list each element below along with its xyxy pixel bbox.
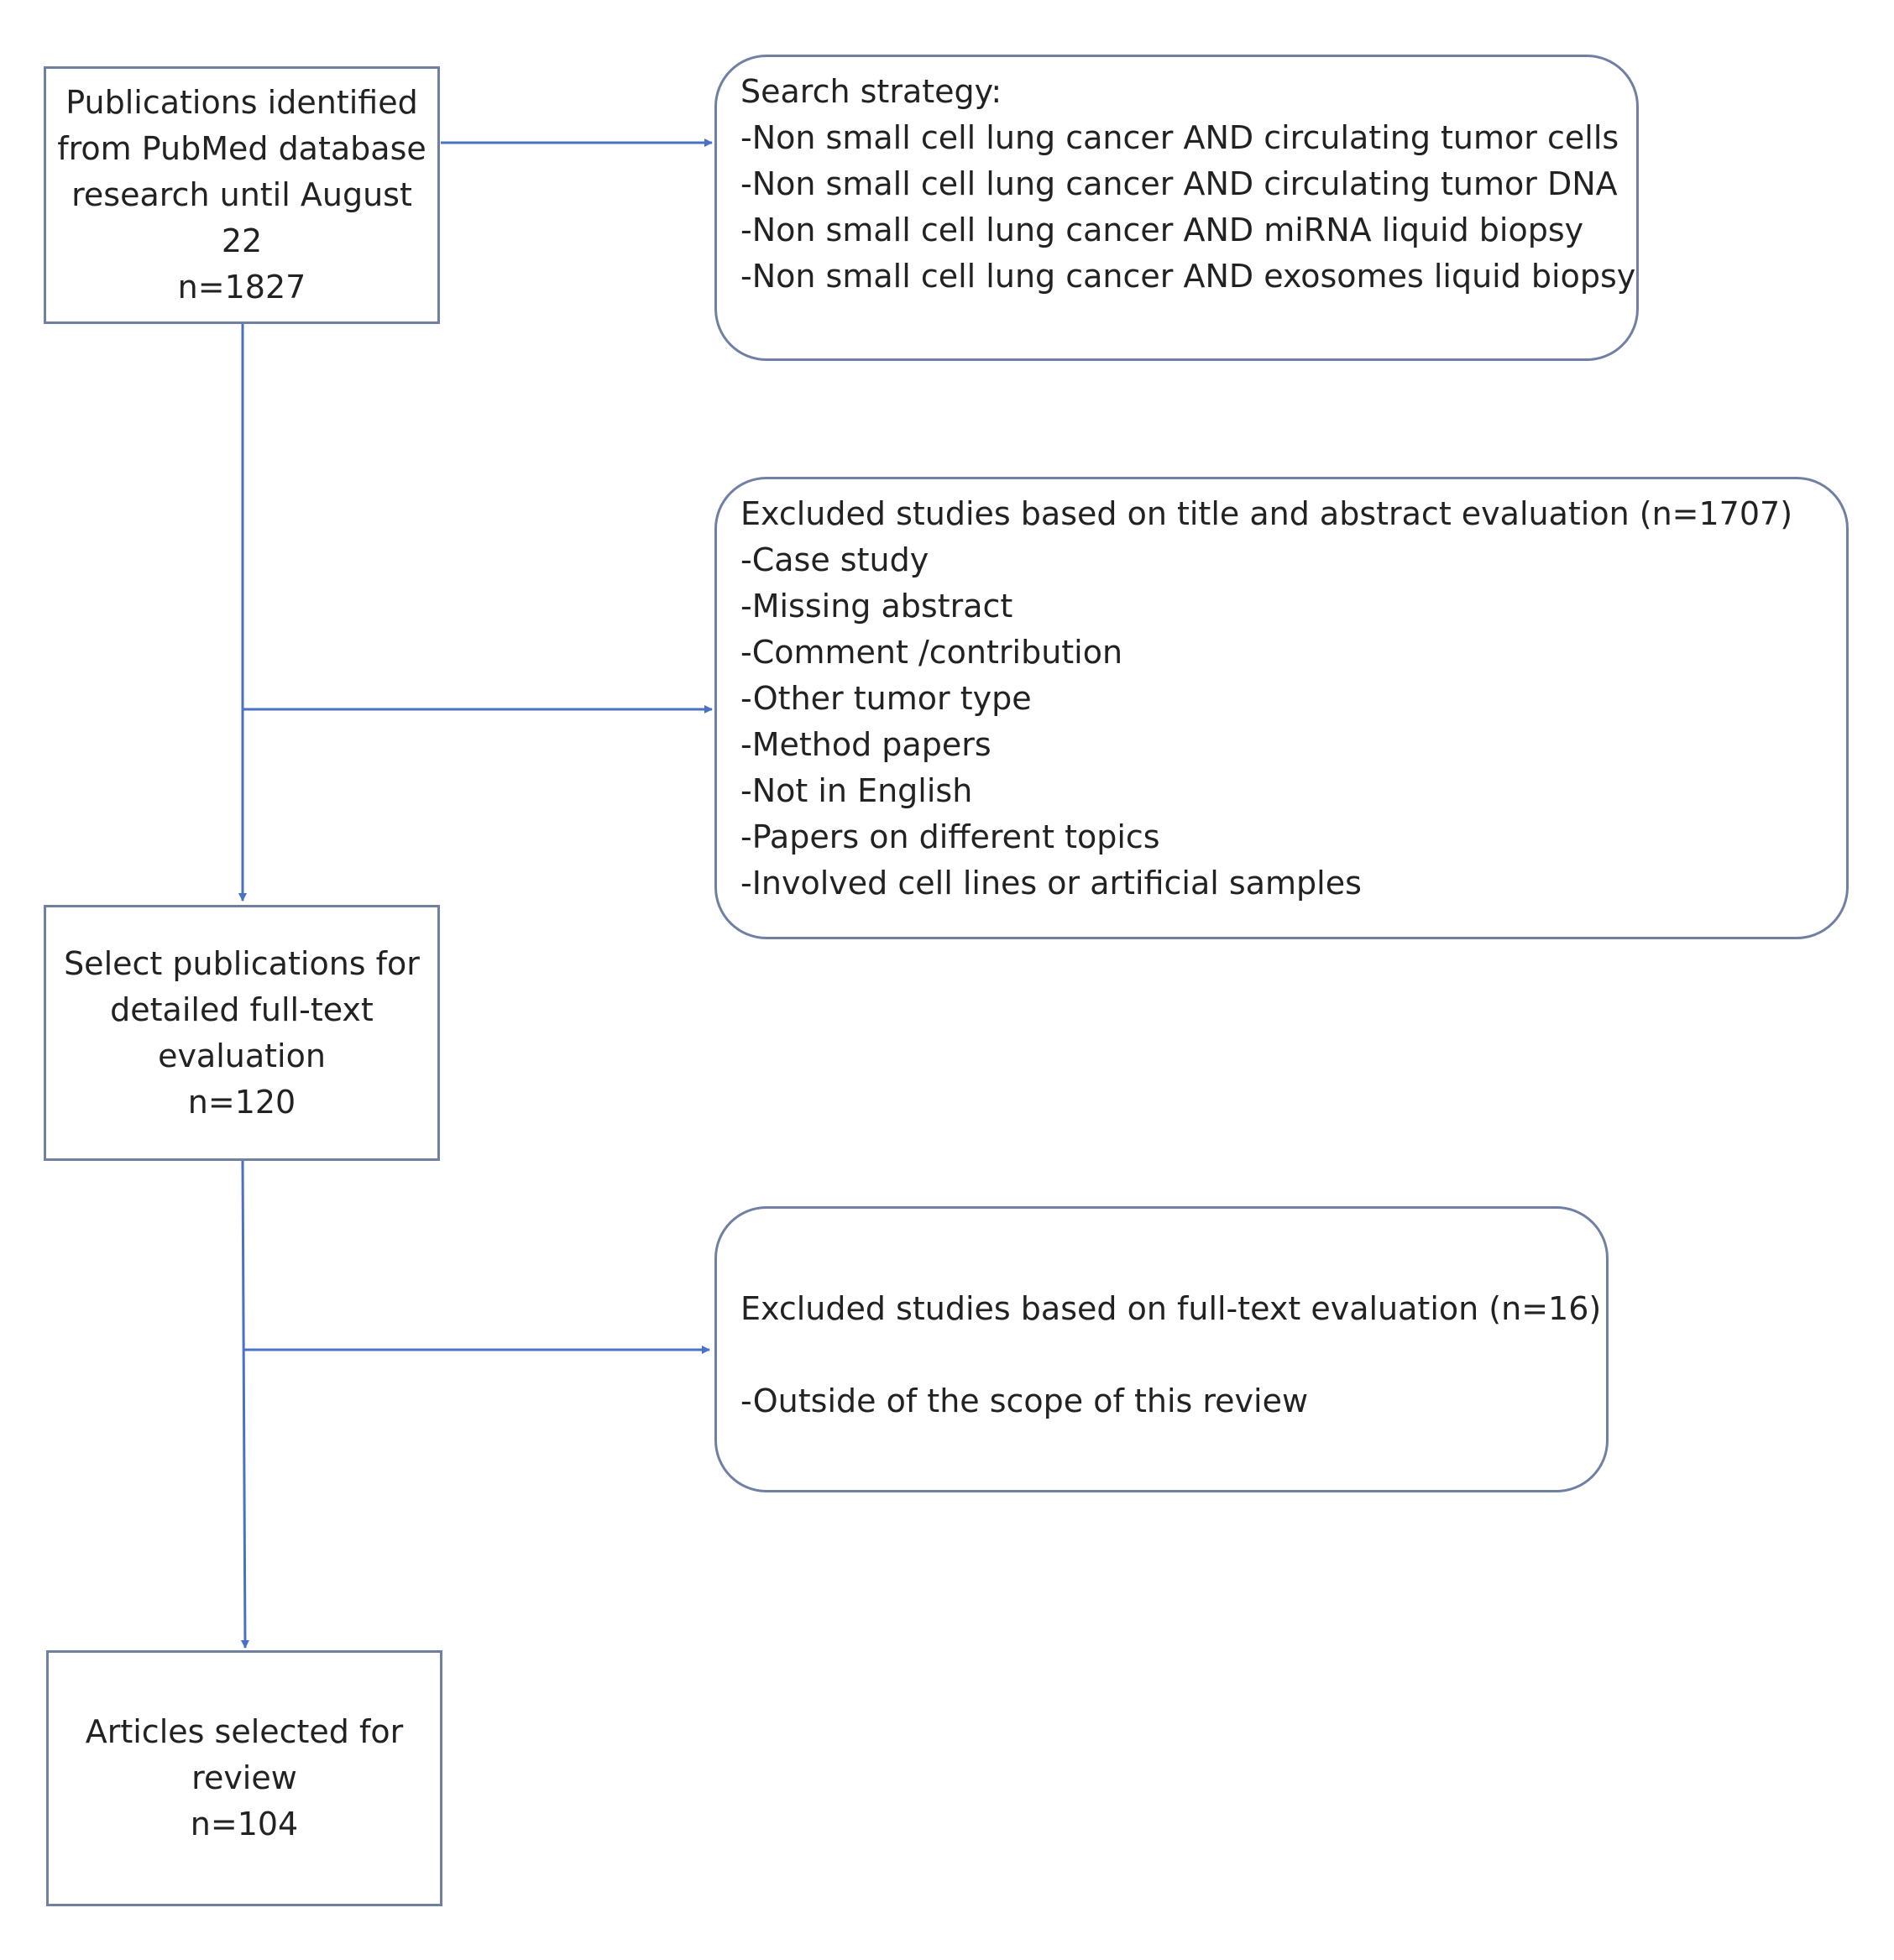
exclusion-reason: -Other tumor type bbox=[740, 680, 1032, 717]
selected-line-1: Articles selected for bbox=[85, 1713, 404, 1750]
search-strategy-title: Search strategy: bbox=[740, 73, 1002, 110]
exclusion-reason: -Outside of the scope of this review bbox=[740, 1382, 1309, 1419]
exclusion-reason: -Method papers bbox=[740, 726, 991, 763]
full-text-line-2: detailed full-text bbox=[110, 990, 374, 1028]
excluded-full-text-title: Excluded studies based on full-text eval… bbox=[740, 1290, 1602, 1327]
identified-line-2: from PubMed database bbox=[57, 130, 426, 167]
search-strategy-box: Search strategy: -Non small cell lung ca… bbox=[714, 55, 1639, 361]
identified-count: n=1827 bbox=[177, 269, 306, 306]
exclusion-reason: -Missing abstract bbox=[740, 588, 1013, 625]
exclusion-reason: -Comment /contribution bbox=[740, 634, 1123, 671]
full-text-count: n=120 bbox=[187, 1083, 296, 1121]
connector-fulltext-to-selected bbox=[240, 1160, 249, 1649]
full-text-evaluation-box: Select publications for detailed full-te… bbox=[44, 905, 440, 1161]
exclusion-reason: -Involved cell lines or artificial sampl… bbox=[740, 865, 1362, 902]
exclusion-reason: -Not in English bbox=[740, 772, 973, 809]
search-strategy-item: -Non small cell lung cancer AND circulat… bbox=[740, 119, 1619, 156]
search-strategy-item: -Non small cell lung cancer AND exosomes… bbox=[740, 258, 1636, 295]
articles-selected-box: Articles selected for review n=104 bbox=[46, 1650, 442, 1906]
full-text-line-1: Select publications for bbox=[64, 944, 420, 982]
selected-count: n=104 bbox=[190, 1806, 299, 1842]
spacer bbox=[740, 1332, 1583, 1378]
full-text-line-3: evaluation bbox=[158, 1037, 326, 1074]
identified-line-1: Publications identified bbox=[65, 84, 418, 121]
exclusion-reason: -Case study bbox=[740, 541, 929, 578]
search-strategy-item: -Non small cell lung cancer AND miRNA li… bbox=[740, 212, 1584, 248]
search-strategy-item: -Non small cell lung cancer AND circulat… bbox=[740, 165, 1618, 202]
selected-line-2: review bbox=[191, 1759, 297, 1796]
excluded-full-text-box: Excluded studies based on full-text eval… bbox=[714, 1206, 1609, 1492]
excluded-title-abstract-box: Excluded studies based on title and abst… bbox=[714, 477, 1849, 939]
excluded-title-abstract-title: Excluded studies based on title and abst… bbox=[740, 495, 1793, 532]
identified-line-3: research until August 22 bbox=[71, 176, 412, 259]
identified-publications-box: Publications identified from PubMed data… bbox=[44, 66, 440, 324]
exclusion-reason: -Papers on different topics bbox=[740, 818, 1160, 855]
